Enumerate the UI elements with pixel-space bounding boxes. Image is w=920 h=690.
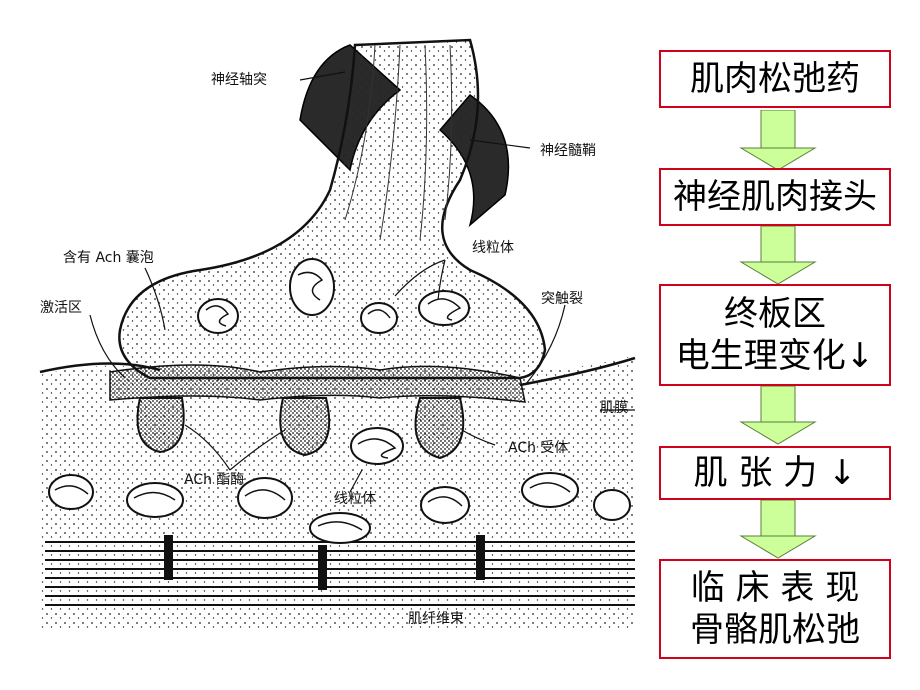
label-fiber: 肌纤维束 [408, 611, 464, 627]
flow-step-5: 临 床 表 现 骨骼肌松弛 [659, 559, 891, 659]
label-membrane: 肌膜 [600, 400, 628, 416]
neuromuscular-junction-diagram: 神经轴突 神经髓鞘 含有 Ach 囊泡 线粒体 激活区 突触裂 肌膜 ACh 受… [39, 38, 636, 630]
flow-step-4: 肌 张 力 ↓ [659, 446, 891, 500]
mitochondria-presynaptic [197, 258, 470, 334]
mitochondria-muscle [48, 427, 631, 544]
flow-step-1: 肌肉松弛药 [659, 50, 891, 108]
down-arrow-icon [739, 110, 817, 171]
label-synaptic-cleft: 突触裂 [541, 291, 583, 307]
label-active-zone: 激活区 [40, 299, 82, 316]
leader-lines [89, 71, 635, 493]
z-line [164, 535, 173, 580]
down-arrow-icon [739, 226, 817, 285]
label-receptor: ACh 受体 [508, 440, 568, 456]
label-myelin: 神经髓鞘 [540, 143, 596, 159]
label-enzyme: ACh 酯酶 [184, 472, 244, 488]
flow-step-3: 终板区 电生理变化↓ [659, 284, 891, 386]
synaptic-cleft [109, 364, 526, 403]
label-vesicles: 含有 Ach 囊泡 [63, 249, 154, 266]
down-arrow-icon [739, 500, 817, 559]
muscle-fiber-bundle [45, 535, 635, 610]
junctional-folds [136, 397, 465, 460]
label-mito-bottom: 线粒体 [334, 491, 376, 507]
z-line [318, 545, 327, 590]
label-mito-top: 线粒体 [472, 240, 514, 256]
axon-fibers [344, 44, 453, 241]
z-line [476, 535, 485, 580]
down-arrow-icon [739, 386, 817, 445]
label-axon: 神经轴突 [211, 72, 267, 88]
flow-step-2: 神经肌肉接头 [659, 168, 891, 226]
